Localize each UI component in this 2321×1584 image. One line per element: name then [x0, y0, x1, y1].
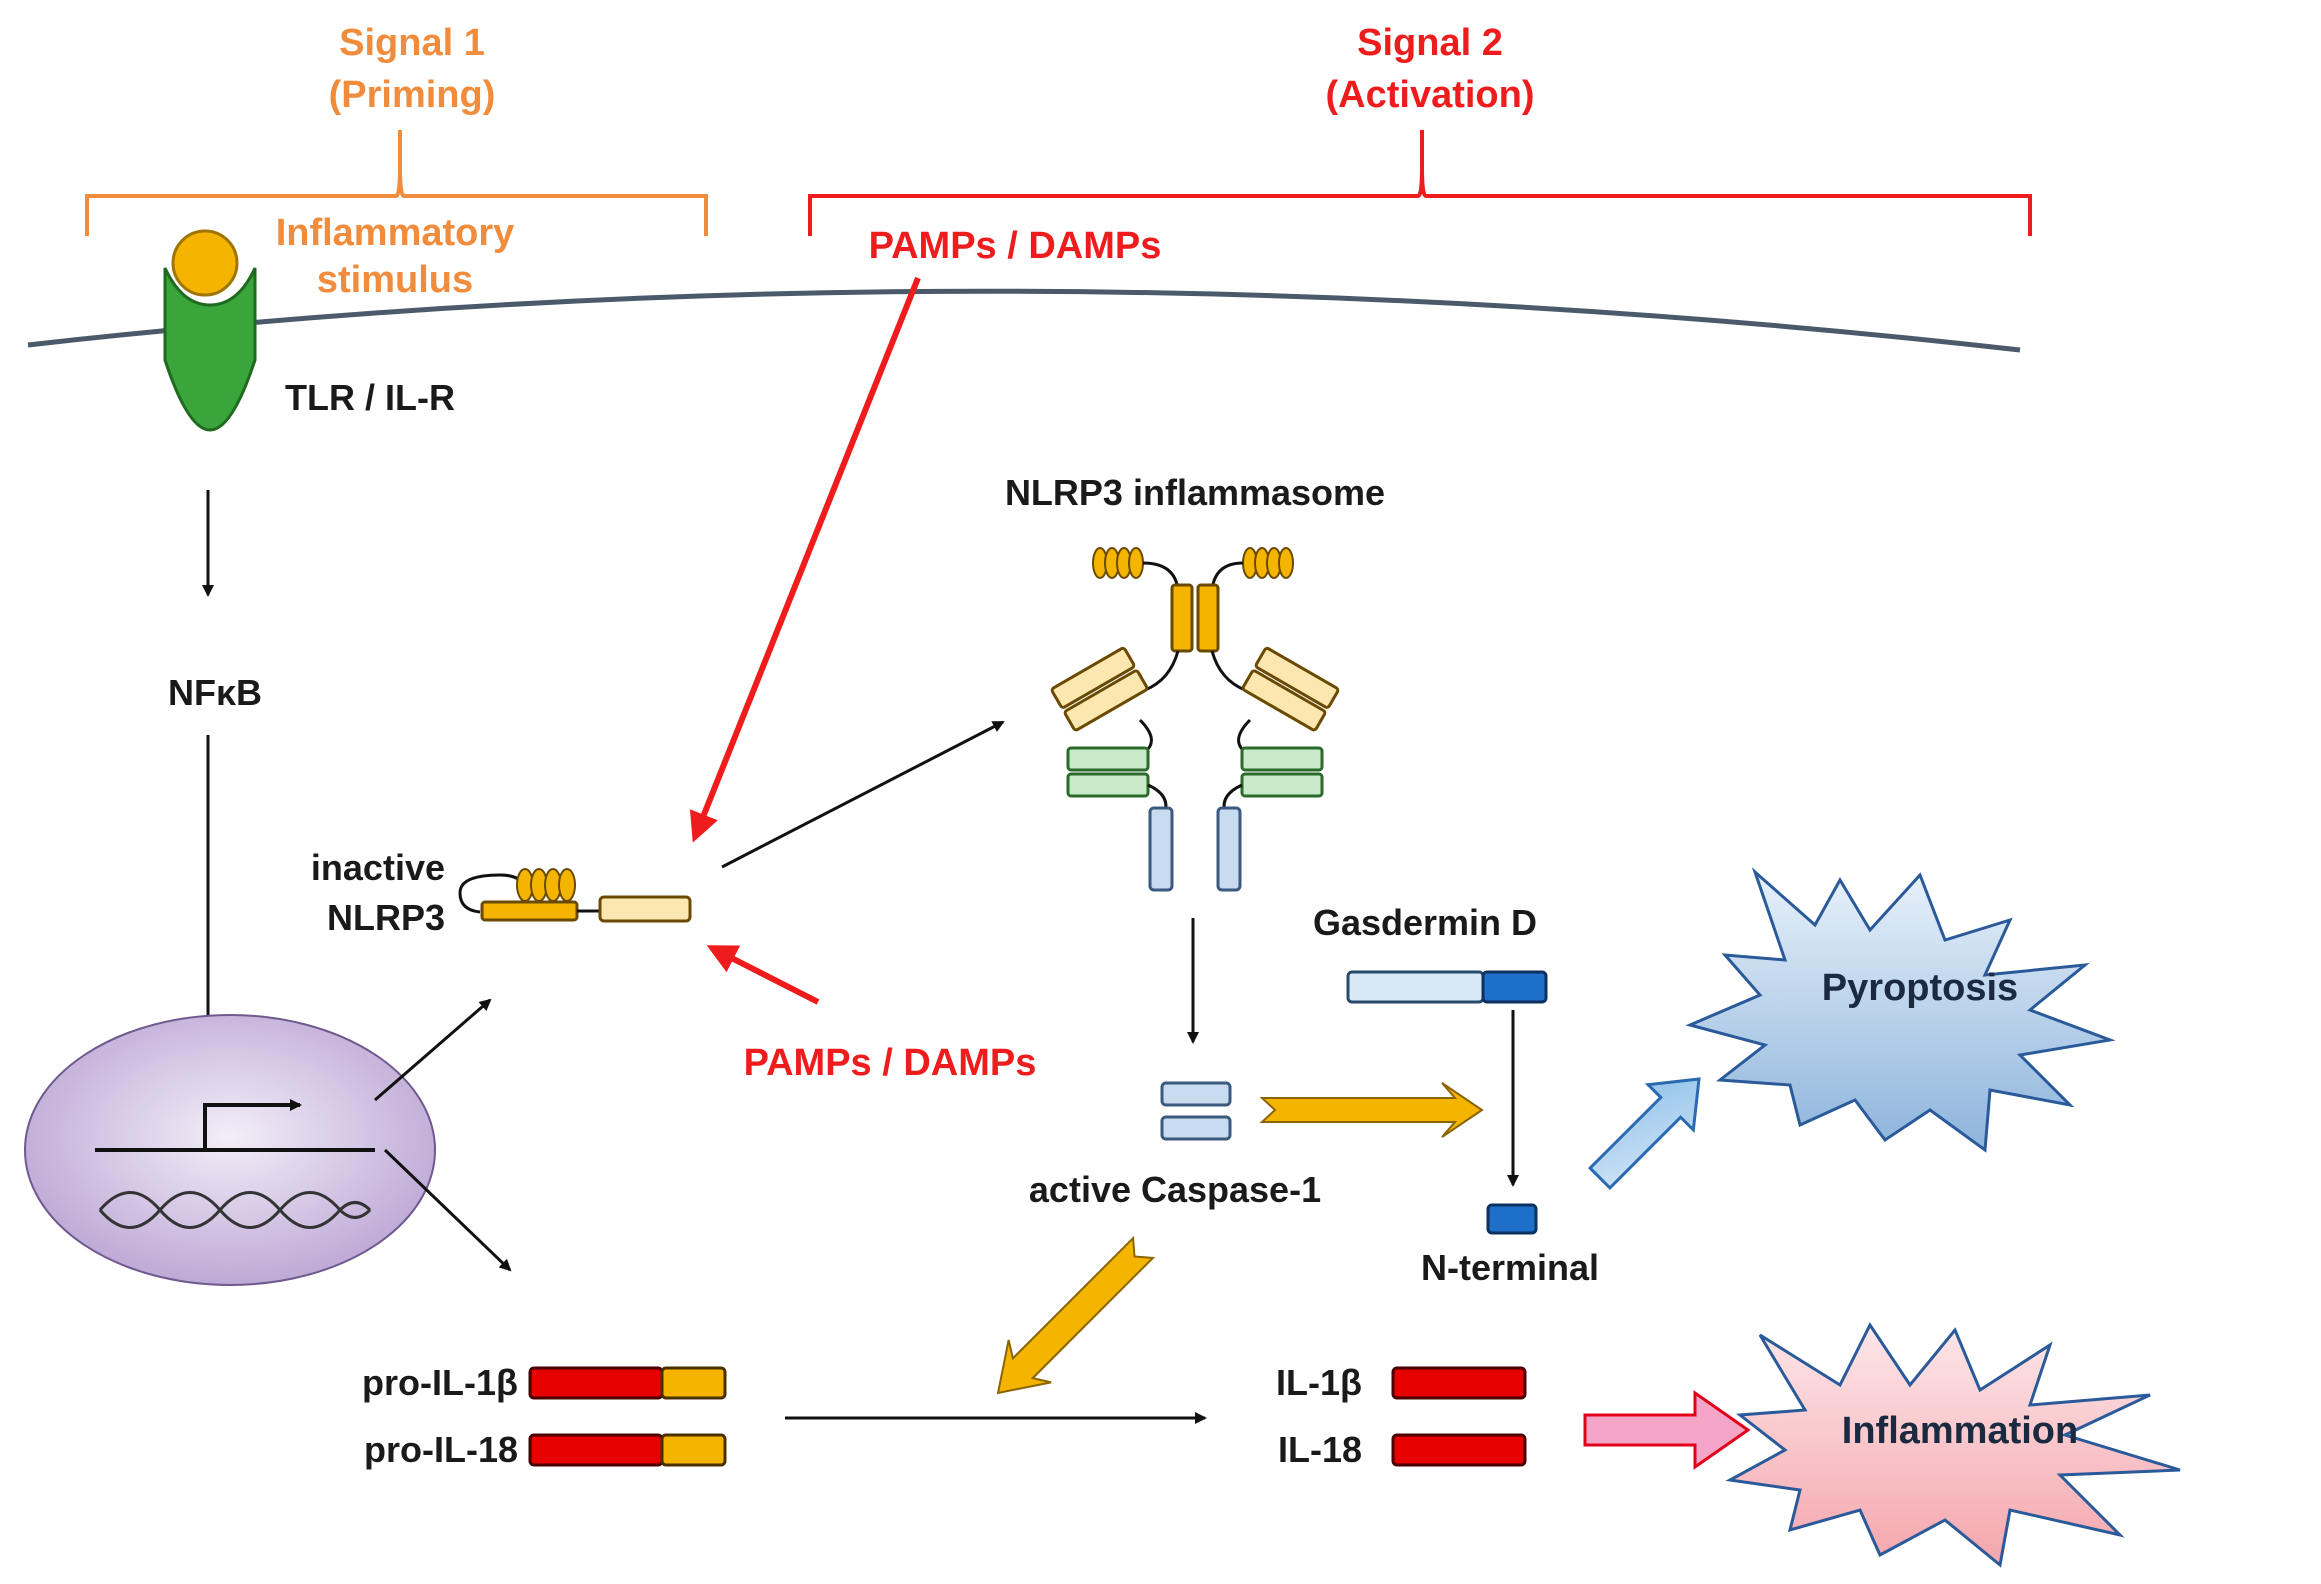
pro-il1b-cytokine: [528, 1366, 664, 1400]
cytokine-to-inflammation-arrow[interactable]: [1583, 1390, 1751, 1470]
caspase-subunit-bottom: [1160, 1115, 1232, 1141]
gasdermin-n-terminal: [1481, 970, 1548, 1004]
il18-label: IL-18: [1278, 1429, 1362, 1470]
pro-il18-cytokine: [528, 1433, 664, 1467]
il1b-cytokine: [1391, 1366, 1527, 1400]
receptor-shape: [163, 267, 257, 432]
signal1-subtitle: (Priming): [329, 74, 496, 116]
signal2-subtitle: (Activation): [1326, 74, 1535, 116]
transcription-start-arrow: [203, 1099, 302, 1150]
nucleus-to-nlrp3-arrow: [374, 998, 492, 1102]
procaspase-right: [1216, 806, 1242, 892]
pro-cytokines: pro-IL-1β pro-IL-18: [362, 1362, 727, 1470]
right-coil: [1242, 547, 1294, 579]
pro-il1b-label: pro-IL-1β: [362, 1362, 518, 1403]
inflammation-label: Inflammation: [1842, 1410, 2078, 1452]
pamps-top-arrow[interactable]: [689, 276, 921, 843]
ligand-ball: [171, 229, 239, 297]
lrr-right: [1241, 646, 1340, 732]
nacht-left: [1170, 583, 1194, 653]
stimulus-line1: Inflammatory: [276, 212, 515, 254]
nlrp3-inflammasome: NLRP3 inflammasome: [1005, 472, 1385, 892]
nacht-domain: [480, 900, 579, 922]
caspase-to-cytokine-arrow[interactable]: [977, 1227, 1164, 1414]
signal1-title: Signal 1: [339, 22, 485, 64]
left-coil: [1092, 547, 1144, 579]
inflammasome-label: NLRP3 inflammasome: [1005, 472, 1385, 513]
nucleus-to-proil-arrow: [383, 1148, 512, 1272]
pro-il1b-prodomain: [660, 1366, 727, 1400]
signal1-group: Signal 1 (Priming) Inflammatory stimulus: [85, 22, 708, 301]
pro-il18-prodomain: [660, 1433, 727, 1467]
pro-il18-label: pro-IL-18: [364, 1429, 518, 1470]
lrr-left: [1050, 646, 1149, 732]
tlr-receptor: TLR / IL-R: [163, 229, 455, 432]
mature-cytokines: IL-1β IL-18: [1276, 1362, 1527, 1470]
nlrp3-to-inflammasome-arrow: [721, 720, 1005, 869]
nacht-right: [1196, 583, 1220, 653]
procaspase-left: [1148, 806, 1174, 892]
lrr-domain: [598, 895, 692, 923]
caspase-label: active Caspase-1: [1029, 1169, 1321, 1210]
caspase-subunit-top: [1160, 1081, 1232, 1107]
active-caspase1: active Caspase-1: [1029, 1081, 1321, 1210]
pamps-bottom-label: PAMPs / DAMPs: [744, 1042, 1037, 1084]
caspase-to-gasdermin-arrow[interactable]: [1259, 1082, 1484, 1138]
pyroptosis-burst: Pyroptosis: [1685, 867, 2116, 1153]
pamps-top-label: PAMPs / DAMPs: [869, 225, 1162, 267]
inactive-nlrp3-line2: NLRP3: [327, 897, 445, 938]
signal2-group: Signal 2 (Activation) PAMPs / DAMPs: [808, 22, 2032, 267]
gasdermin-label: Gasdermin D: [1313, 902, 1537, 943]
gasdermin-c-terminal: [1346, 970, 1485, 1004]
signal2-title: Signal 2: [1357, 22, 1503, 64]
inflammation-shape: [1725, 1322, 2181, 1568]
pyroptosis-shape: [1685, 867, 2116, 1153]
stimulus-line2: stimulus: [317, 259, 473, 301]
n-terminal: N-terminal: [1421, 1203, 1599, 1288]
inflammation-burst: Inflammation: [1725, 1322, 2181, 1568]
cell-membrane: [27, 288, 2021, 353]
il18-cytokine: [1391, 1433, 1527, 1467]
il1b-label: IL-1β: [1276, 1362, 1362, 1403]
nterminal-to-pyroptosis-arrow[interactable]: [1577, 1056, 1721, 1200]
inactive-nlrp3: inactive NLRP3: [311, 847, 692, 938]
signal2-bracket: [808, 130, 2032, 236]
pyroptosis-label: Pyroptosis: [1822, 967, 2018, 1009]
pamps-bottom-arrow[interactable]: [706, 945, 820, 1005]
asc-right: [1240, 746, 1324, 798]
inactive-nlrp3-line1: inactive: [311, 847, 445, 888]
nucleus: [24, 1014, 436, 1286]
gasdermin-d: Gasdermin D: [1313, 902, 1548, 1004]
signal1-bracket: [85, 130, 708, 236]
dna-strand-b: [98, 1191, 372, 1229]
nterminal-label: N-terminal: [1421, 1247, 1599, 1288]
pyrin-coil: [516, 868, 576, 902]
nfkb-label: NFκB: [168, 672, 262, 713]
receptor-label: TLR / IL-R: [285, 377, 455, 418]
n-terminal-fragment: [1486, 1203, 1538, 1235]
asc-left: [1066, 746, 1150, 798]
